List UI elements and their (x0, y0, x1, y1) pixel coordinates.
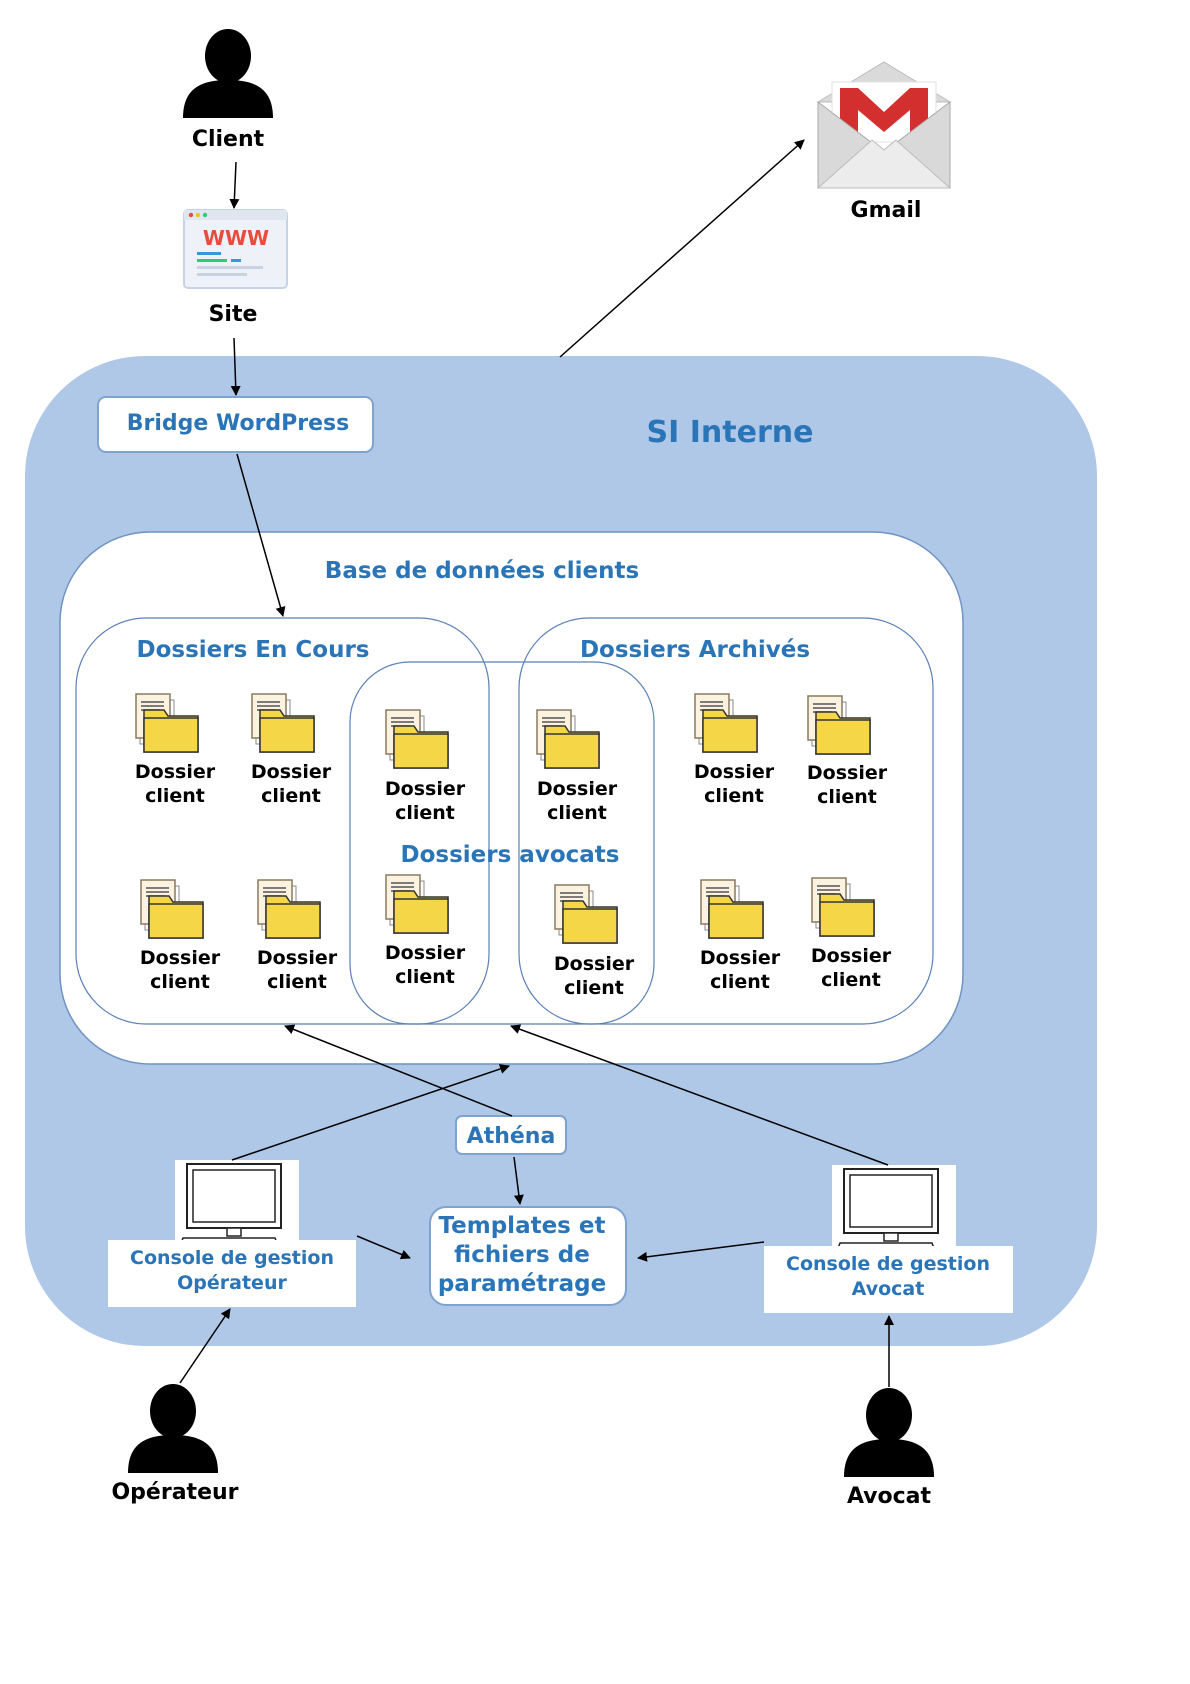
group-current (75, 617, 490, 1025)
svg-text:WWW: WWW (203, 226, 269, 250)
group-lawyers (349, 661, 655, 1025)
svg-text:Dossier: Dossier (385, 778, 466, 800)
gmail-node[interactable]: Gmail (816, 61, 952, 223)
svg-text:Dossier: Dossier (554, 953, 635, 975)
svg-text:Dossier: Dossier (257, 947, 338, 969)
svg-text:client: client (817, 786, 877, 808)
arrow-client-to-site (229, 161, 240, 209)
si-interne-title: SI Interne (647, 415, 814, 450)
svg-text:Console de gestion: Console de gestion (130, 1247, 334, 1269)
folder-lawyers-1[interactable]: Dossier client (385, 709, 466, 824)
folder-archived-2[interactable]: Dossier client (807, 695, 888, 808)
operator-actor: Opérateur (111, 1384, 239, 1505)
folder-current-3[interactable]: Dossier client (140, 879, 221, 993)
folder-lawyers-4[interactable]: Dossier client (554, 884, 635, 999)
templates-node[interactable]: Templates et fichiers de paramétrage (429, 1206, 627, 1306)
svg-text:client: client (710, 971, 770, 993)
svg-text:Dossier: Dossier (385, 942, 466, 964)
web-browser-icon: WWW (183, 209, 288, 289)
folder-archived-4[interactable]: Dossier client (811, 877, 892, 991)
arrow-site-to-bridge (230, 337, 241, 396)
database-title: Base de données clients (325, 558, 639, 584)
folder-archived-1[interactable]: Dossier client (694, 693, 775, 807)
svg-text:Dossier: Dossier (700, 947, 781, 969)
group-lawyers-title: Dossiers avocats (401, 842, 620, 868)
arrow-lawyer-console-to-archived (510, 1024, 889, 1166)
person-icon (844, 1388, 934, 1477)
arrow-athena-to-templates (513, 1156, 524, 1205)
lawyer-console[interactable]: Console de gestion Avocat (764, 1164, 1013, 1313)
folder-lawyers-2[interactable]: Dossier client (536, 709, 618, 824)
svg-text:client: client (261, 785, 321, 807)
svg-text:paramétrage: paramétrage (438, 1271, 606, 1297)
svg-text:Dossier: Dossier (807, 762, 888, 784)
svg-text:Templates et: Templates et (439, 1213, 606, 1239)
svg-text:client: client (145, 785, 205, 807)
folder-lawyers-3[interactable]: Dossier client (385, 874, 466, 988)
person-icon (128, 1384, 218, 1473)
svg-text:client: client (547, 802, 607, 824)
bridge-wordpress-label: Bridge WordPress (127, 411, 350, 436)
arrow-operator-console-to-lawyers (231, 1064, 510, 1161)
lawyer-actor: Avocat (844, 1388, 934, 1509)
svg-text:client: client (395, 802, 455, 824)
svg-text:client: client (150, 971, 210, 993)
svg-text:Client: Client (192, 127, 265, 152)
arrow-si-to-gmail (559, 139, 805, 358)
svg-text:Opérateur: Opérateur (111, 1480, 238, 1505)
arrow-operator-console-to-templates (356, 1235, 411, 1260)
group-archived-title: Dossiers Archivés (580, 637, 810, 663)
svg-text:client: client (564, 977, 624, 999)
svg-text:Avocat: Avocat (852, 1278, 925, 1300)
svg-text:Opérateur: Opérateur (177, 1272, 287, 1294)
gmail-label: Gmail (851, 198, 922, 223)
bridge-wordpress-node[interactable]: Bridge WordPress (97, 396, 374, 453)
svg-text:Avocat: Avocat (847, 1484, 932, 1509)
site-node[interactable]: WWW Site (183, 209, 288, 327)
gmail-icon (816, 61, 952, 189)
site-label: Site (209, 302, 258, 327)
group-archived (518, 617, 934, 1025)
group-current-title: Dossiers En Cours (137, 637, 370, 663)
svg-text:Dossier: Dossier (135, 761, 216, 783)
svg-text:Dossier: Dossier (537, 778, 618, 800)
svg-text:Dossier: Dossier (694, 761, 775, 783)
svg-text:Console de gestion: Console de gestion (786, 1253, 990, 1275)
person-icon (183, 29, 273, 118)
client-actor: Client (183, 29, 273, 152)
athena-node[interactable]: Athéna (455, 1115, 567, 1155)
arrow-bridge-to-database (236, 453, 286, 617)
svg-text:client: client (267, 971, 327, 993)
svg-text:Dossier: Dossier (140, 947, 221, 969)
folder-current-2[interactable]: Dossier client (251, 693, 332, 807)
folder-current-1[interactable]: Dossier client (135, 693, 216, 807)
svg-text:Dossier: Dossier (811, 945, 892, 967)
svg-text:client: client (821, 969, 881, 991)
svg-text:fichiers de: fichiers de (454, 1242, 590, 1268)
svg-text:Dossier: Dossier (251, 761, 332, 783)
svg-text:client: client (704, 785, 764, 807)
arrow-operator-to-console (179, 1308, 231, 1384)
svg-text:client: client (395, 966, 455, 988)
arrow-lawyer-console-to-templates (637, 1241, 765, 1262)
athena-label: Athéna (467, 1124, 556, 1149)
arrow-athena-to-current (284, 1024, 513, 1117)
folder-archived-3[interactable]: Dossier client (700, 879, 781, 993)
folder-current-4[interactable]: Dossier client (257, 879, 338, 993)
operator-console[interactable]: Console de gestion Opérateur (108, 1159, 356, 1307)
